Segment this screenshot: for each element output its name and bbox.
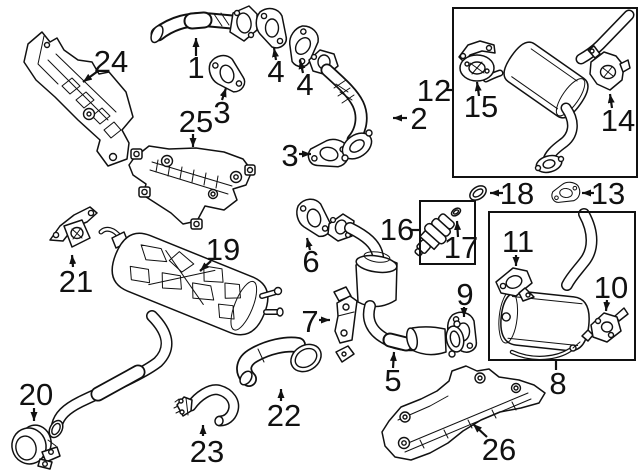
callout-label[interactable]: 16 (380, 212, 414, 247)
callout-label[interactable]: 17 (444, 230, 478, 265)
callout-label[interactable]: 1 (187, 50, 204, 85)
callout-17[interactable]: 17 (444, 220, 478, 265)
callout-arrow (603, 299, 611, 312)
callout-label[interactable]: 25 (179, 104, 213, 139)
part-1-front-pipe (150, 5, 258, 44)
callout-arrow (82, 70, 99, 83)
part-14-bracket (587, 45, 631, 91)
callout-8[interactable]: 8 (549, 360, 567, 401)
callout-18[interactable]: 18 (490, 176, 534, 211)
callout-label[interactable]: 4 (296, 67, 313, 102)
callout-label[interactable]: 2 (410, 101, 427, 136)
callout-3[interactable]: 3 (281, 138, 311, 173)
callout-6[interactable]: 6 (302, 237, 320, 279)
part-6-gasket (292, 194, 334, 242)
callout-label[interactable]: 5 (384, 363, 401, 398)
group-box-2 (488, 211, 636, 361)
callout-arrow (389, 351, 397, 369)
part-19-rear-muffler (48, 226, 284, 439)
callout-label[interactable]: 19 (206, 232, 240, 267)
part-21-bracket (49, 206, 98, 248)
callout-24[interactable]: 24 (82, 44, 128, 83)
callout-label[interactable]: 21 (59, 264, 93, 299)
callout-label[interactable]: 22 (267, 398, 301, 433)
callout-label[interactable]: 23 (190, 434, 224, 469)
part-23-connector-pipe (173, 384, 240, 427)
callout-label[interactable]: 8 (549, 366, 566, 401)
callout-label[interactable]: 14 (601, 103, 635, 138)
callout-19[interactable]: 19 (199, 232, 240, 272)
callout-label[interactable]: 4 (267, 54, 284, 89)
callout-14[interactable]: 14 (601, 93, 635, 138)
part-12-muffler-assembly (482, 9, 635, 174)
callout-label[interactable]: 26 (482, 432, 516, 467)
callout-3[interactable]: 3 (213, 87, 231, 130)
callout-25[interactable]: 25 (179, 104, 213, 147)
part-7-support-bracket (333, 286, 358, 344)
part-22-exhaust-tip (236, 336, 322, 387)
callout-15[interactable]: 15 (464, 81, 498, 124)
callout-20[interactable]: 20 (19, 377, 53, 421)
callout-label[interactable]: 12 (417, 73, 451, 108)
callout-arrow (69, 254, 77, 268)
callout-arrow (454, 220, 462, 238)
callout-12[interactable]: 12 (417, 73, 453, 108)
callout-5[interactable]: 5 (384, 351, 402, 398)
callout-label[interactable]: 10 (594, 270, 628, 305)
callout-arrow (305, 237, 313, 251)
part-3-gasket-a (204, 50, 248, 99)
callout-label[interactable]: 15 (464, 89, 498, 124)
part-4-gasket-a (255, 7, 288, 49)
part-20-clamp (11, 424, 61, 470)
callout-11[interactable]: 11 (502, 224, 534, 266)
part-13-gasket (550, 180, 582, 205)
callout-2[interactable]: 2 (393, 101, 428, 136)
part-25-heat-shield (128, 145, 256, 230)
callout-label[interactable]: 11 (502, 224, 534, 259)
callout-label[interactable]: 3 (281, 138, 298, 173)
callout-9[interactable]: 9 (456, 277, 474, 317)
callout-22[interactable]: 22 (267, 389, 301, 433)
callout-21[interactable]: 21 (59, 254, 93, 299)
callout-4[interactable]: 4 (296, 59, 314, 102)
callout-label[interactable]: 6 (302, 244, 319, 279)
part-15-hanger-bracket (458, 40, 496, 82)
callout-arrow (272, 47, 279, 61)
callout-label[interactable]: 24 (94, 44, 128, 79)
callout-label[interactable]: 3 (213, 95, 230, 130)
callout-7[interactable]: 7 (301, 304, 330, 339)
callout-arrow (219, 87, 228, 101)
callout-23[interactable]: 23 (190, 425, 224, 469)
group-box-1 (452, 7, 638, 178)
callout-label[interactable]: 18 (500, 176, 534, 211)
part-10-bracket (581, 307, 629, 343)
callout-10[interactable]: 10 (594, 270, 628, 312)
callout-13[interactable]: 13 (582, 176, 625, 211)
part-8-muffler-assembly (498, 208, 598, 361)
part-17-o-ring (450, 207, 462, 217)
part-11-bracket (495, 267, 535, 302)
callout-arrow (472, 423, 488, 438)
part-26-heat-shield (381, 365, 546, 461)
part-24-heat-shield (23, 31, 134, 167)
callout-label[interactable]: 13 (591, 176, 625, 211)
callout-26[interactable]: 26 (472, 423, 516, 467)
part-2-flex-pipe (308, 49, 373, 162)
callout-arrow (298, 59, 306, 74)
callout-4[interactable]: 4 (267, 47, 285, 89)
part-18-seal (469, 185, 487, 201)
callout-label[interactable]: 20 (19, 377, 53, 412)
part-5-catalytic-converter (327, 213, 465, 363)
callout-arrow (607, 93, 615, 109)
group-box-3 (419, 200, 476, 265)
callout-label[interactable]: 7 (301, 304, 318, 339)
callout-arrow (199, 260, 212, 272)
callout-1[interactable]: 1 (187, 38, 205, 85)
callout-arrow (474, 81, 482, 97)
callout-label[interactable]: 9 (456, 277, 473, 312)
callout-16[interactable]: 16 (380, 212, 419, 247)
